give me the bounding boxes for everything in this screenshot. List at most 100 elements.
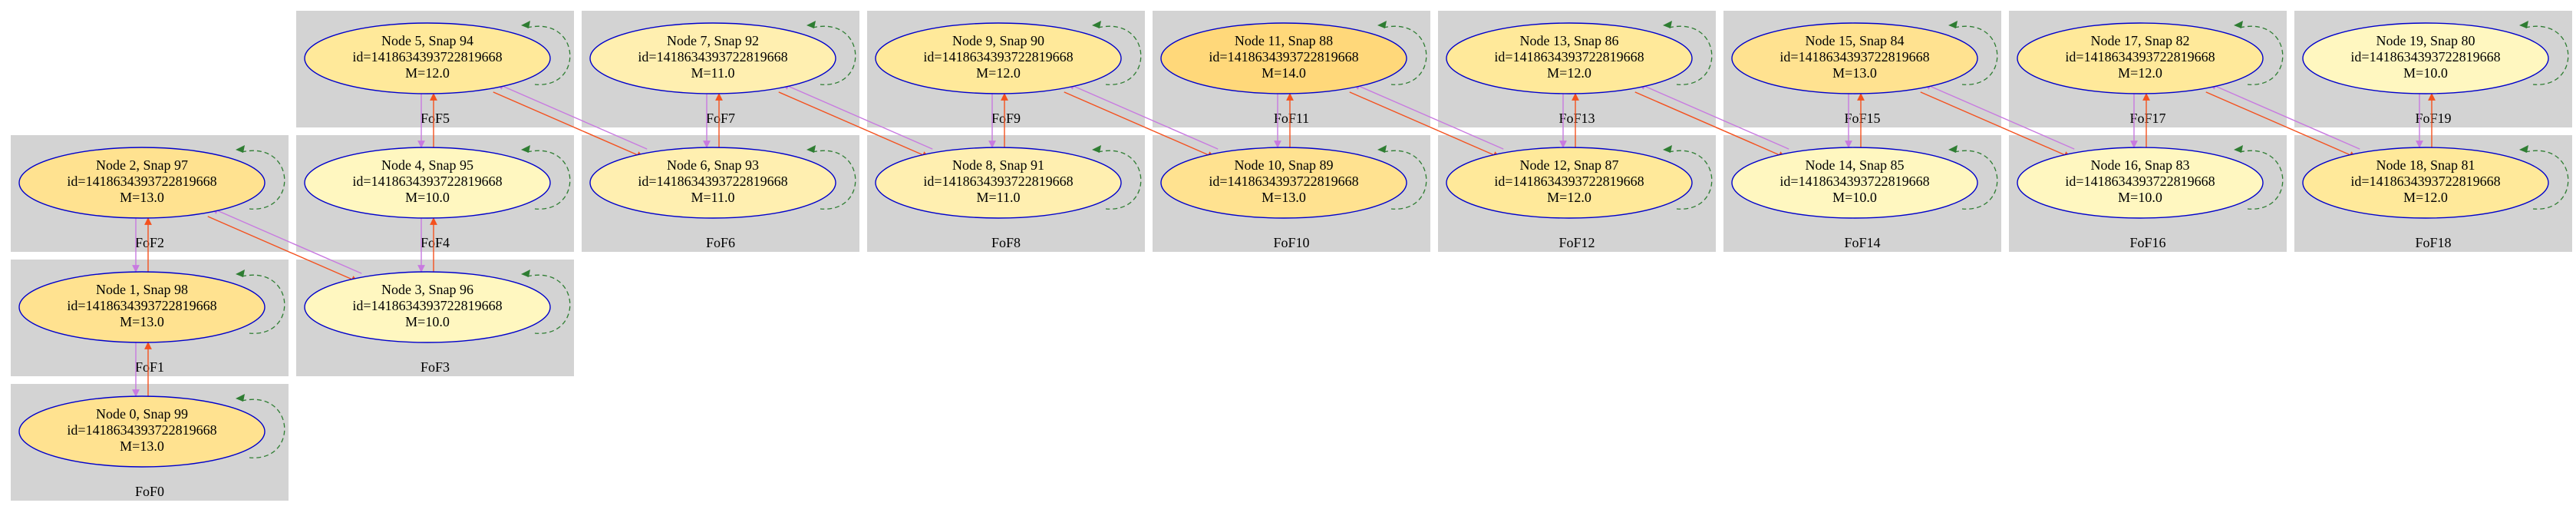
halo-node-ellipse[interactable]: [304, 22, 551, 94]
node-title: Node 18, Snap 81: [2376, 157, 2475, 173]
node-id: id=1418634393722819668: [352, 174, 502, 189]
halo-node[interactable]: Node 8, Snap 91id=1418634393722819668M=1…: [875, 145, 1142, 219]
halo-node-ellipse[interactable]: [1731, 22, 1978, 94]
descendant-edge: [2208, 82, 2360, 150]
node-title: Node 17, Snap 82: [2091, 33, 2190, 48]
halo-node[interactable]: Node 12, Snap 87id=1418634393722819668M=…: [1446, 145, 1713, 219]
descendant-edge: [781, 82, 933, 150]
self-loop-edge: [1668, 150, 1713, 210]
node-mass: M=12.0: [2403, 190, 2448, 205]
halo-node[interactable]: Node 4, Snap 95id=1418634393722819668M=1…: [304, 145, 571, 219]
fof-cluster-label: FoF4: [421, 235, 450, 250]
self-loop-arrowhead: [2519, 145, 2528, 153]
fof-cluster-label: FoF9: [991, 111, 1021, 126]
self-loop-arrowhead: [806, 145, 816, 153]
halo-node[interactable]: Node 14, Snap 85id=1418634393722819668M=…: [1731, 145, 1998, 219]
halo-node[interactable]: Node 11, Snap 88id=1418634393722819668M=…: [1160, 21, 1427, 94]
node-id: id=1418634393722819668: [638, 49, 787, 64]
halo-node-ellipse[interactable]: [1731, 147, 1978, 219]
halo-node-ellipse[interactable]: [304, 147, 551, 219]
node-mass: M=10.0: [1832, 190, 1877, 205]
self-loop-arrowhead: [2234, 21, 2243, 28]
self-loop-arrowhead: [1092, 145, 1101, 153]
node-id: id=1418634393722819668: [1209, 49, 1358, 64]
self-loop-arrowhead: [521, 145, 530, 153]
halo-node-ellipse[interactable]: [1160, 22, 1407, 94]
halo-node[interactable]: Node 2, Snap 97id=1418634393722819668M=1…: [18, 145, 285, 219]
descendant-edge: [1352, 82, 1504, 150]
halo-node-ellipse[interactable]: [18, 271, 266, 343]
self-loop-arrowhead: [236, 270, 245, 277]
halo-node-ellipse[interactable]: [589, 147, 836, 219]
node-id: id=1418634393722819668: [923, 174, 1073, 189]
progenitor-edge: [1349, 91, 1501, 159]
halo-node[interactable]: Node 3, Snap 96id=1418634393722819668M=1…: [304, 270, 571, 343]
node-mass: M=13.0: [120, 190, 164, 205]
node-id: id=1418634393722819668: [2065, 174, 2215, 189]
node-id: id=1418634393722819668: [2350, 49, 2500, 64]
node-id: id=1418634393722819668: [1779, 174, 1929, 189]
self-loop-arrowhead: [1377, 21, 1387, 28]
node-title: Node 6, Snap 93: [667, 157, 759, 173]
node-id: id=1418634393722819668: [67, 174, 216, 189]
fof-cluster-label: FoF16: [2129, 235, 2165, 250]
halo-node[interactable]: Node 10, Snap 89id=1418634393722819668M=…: [1160, 145, 1427, 219]
node-title: Node 9, Snap 90: [952, 33, 1044, 48]
halo-node[interactable]: Node 5, Snap 94id=1418634393722819668M=1…: [304, 21, 571, 94]
halo-node-ellipse[interactable]: [2017, 147, 2264, 219]
node-title: Node 7, Snap 92: [667, 33, 759, 48]
halo-node-ellipse[interactable]: [875, 147, 1122, 219]
progenitor-edge: [493, 91, 645, 159]
node-mass: M=14.0: [1262, 65, 1306, 81]
progenitor-edge: [1920, 91, 2072, 159]
node-mass: M=10.0: [2403, 65, 2448, 81]
fof-cluster-label: FoF12: [1558, 235, 1595, 250]
progenitor-edge: [778, 91, 930, 159]
node-id: id=1418634393722819668: [638, 174, 787, 189]
halo-node[interactable]: Node 9, Snap 90id=1418634393722819668M=1…: [875, 21, 1142, 94]
node-mass: M=12.0: [405, 65, 450, 81]
halo-node-ellipse[interactable]: [2302, 147, 2549, 219]
halo-node[interactable]: Node 15, Snap 84id=1418634393722819668M=…: [1731, 21, 1998, 94]
halo-node[interactable]: Node 7, Snap 92id=1418634393722819668M=1…: [589, 21, 856, 94]
fof-cluster-label: FoF3: [421, 359, 450, 375]
node-mass: M=13.0: [1262, 190, 1306, 205]
self-loop-arrowhead: [236, 145, 245, 153]
halo-node-ellipse[interactable]: [875, 22, 1122, 94]
halo-node[interactable]: Node 19, Snap 80id=1418634393722819668M=…: [2302, 21, 2569, 94]
halo-node[interactable]: Node 1, Snap 98id=1418634393722819668M=1…: [18, 270, 285, 343]
halo-node-ellipse[interactable]: [18, 395, 266, 468]
node-mass: M=12.0: [1547, 190, 1591, 205]
self-loop-edge: [1954, 25, 1998, 85]
self-loop-arrowhead: [2234, 145, 2243, 153]
fof-cluster-label: FoF17: [2129, 111, 2165, 126]
halo-node-ellipse[interactable]: [589, 22, 836, 94]
progenitor-edge: [1634, 91, 1786, 159]
halo-node-ellipse[interactable]: [18, 147, 266, 219]
halo-node[interactable]: Node 18, Snap 81id=1418634393722819668M=…: [2302, 145, 2569, 219]
halo-node-ellipse[interactable]: [2017, 22, 2264, 94]
fof-cluster-label: FoF19: [2415, 111, 2451, 126]
node-id: id=1418634393722819668: [1494, 49, 1644, 64]
halo-node-ellipse[interactable]: [1446, 147, 1693, 219]
node-title: Node 13, Snap 86: [1520, 33, 1619, 48]
halo-node[interactable]: Node 16, Snap 83id=1418634393722819668M=…: [2017, 145, 2284, 219]
self-loop-arrowhead: [1377, 145, 1387, 153]
node-id: id=1418634393722819668: [67, 298, 216, 313]
halo-node-ellipse[interactable]: [304, 271, 551, 343]
halo-node[interactable]: Node 17, Snap 82id=1418634393722819668M=…: [2017, 21, 2284, 94]
self-loop-arrowhead: [2519, 21, 2528, 28]
halo-node-ellipse[interactable]: [1160, 147, 1407, 219]
self-loop-edge: [1097, 150, 1142, 210]
self-loop-edge: [1097, 25, 1142, 85]
halo-node-ellipse[interactable]: [1446, 22, 1693, 94]
halo-node-ellipse[interactable]: [2302, 22, 2549, 94]
self-loop-arrowhead: [1948, 145, 1958, 153]
halo-node[interactable]: Node 13, Snap 86id=1418634393722819668M=…: [1446, 21, 1713, 94]
halo-node[interactable]: Node 6, Snap 93id=1418634393722819668M=1…: [589, 145, 856, 219]
self-loop-edge: [2525, 25, 2569, 85]
halo-node[interactable]: Node 0, Snap 99id=1418634393722819668M=1…: [18, 394, 285, 468]
self-loop-arrowhead: [1948, 21, 1958, 28]
node-id: id=1418634393722819668: [2350, 174, 2500, 189]
